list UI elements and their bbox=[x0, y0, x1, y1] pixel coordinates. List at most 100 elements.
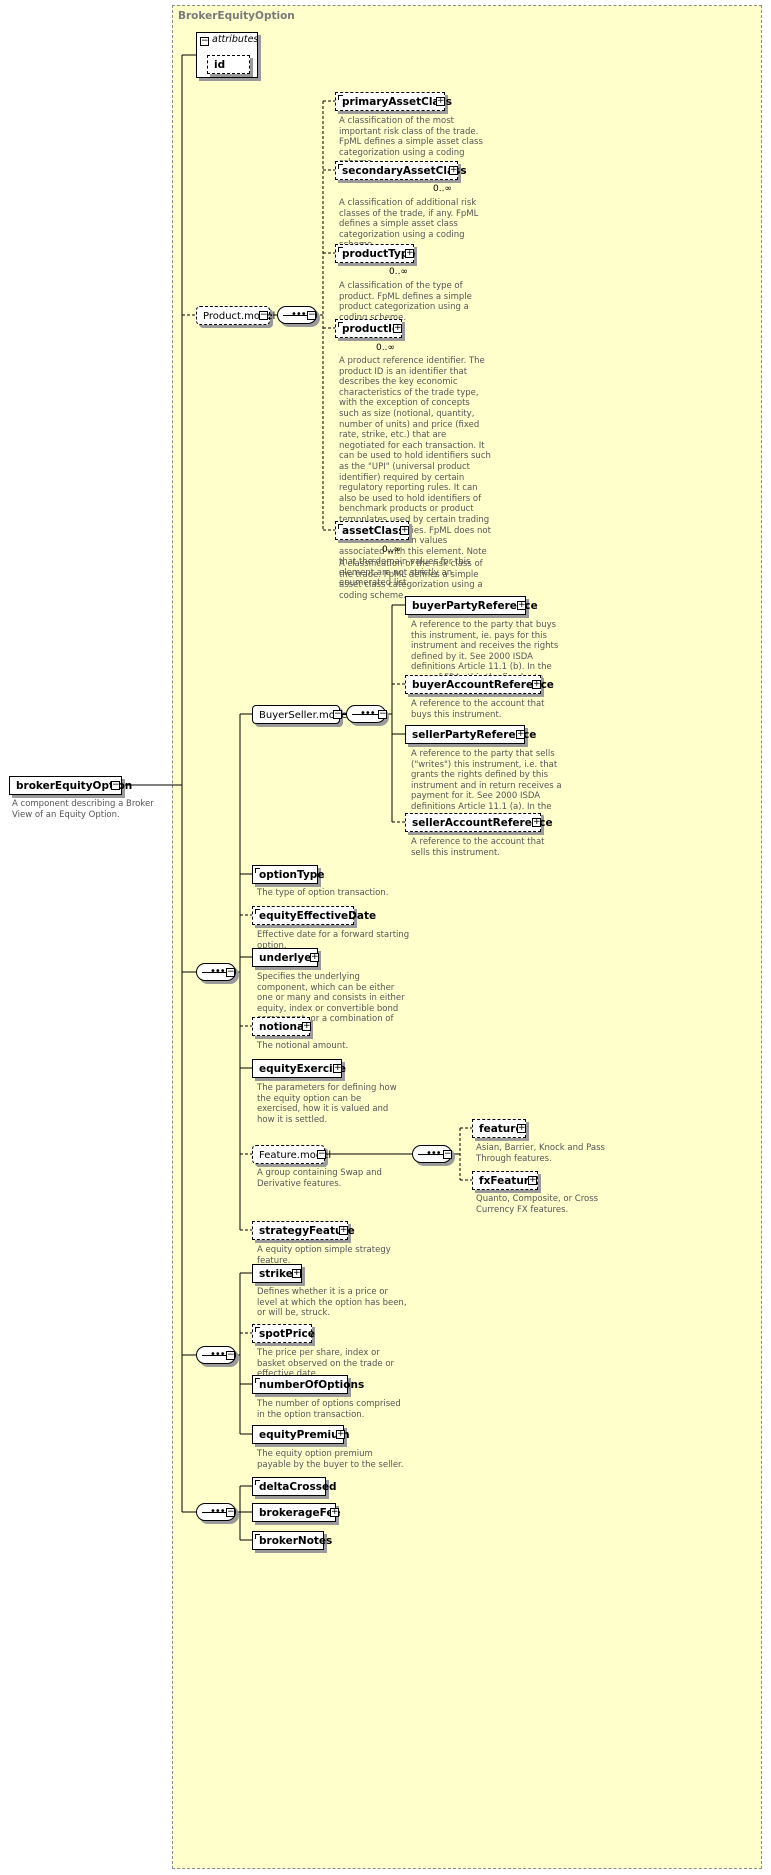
element-doc: A classification of the risk class of th… bbox=[339, 559, 483, 601]
cardinality: 0..∞ bbox=[389, 267, 408, 277]
element-label: feature bbox=[479, 1123, 523, 1135]
element-label: sellerPartyReference bbox=[412, 729, 537, 741]
collapse-icon[interactable]: − bbox=[226, 1350, 235, 1360]
element-label: productId bbox=[342, 323, 400, 335]
cardinality: 0..∞ bbox=[382, 545, 401, 555]
element-doc: The parameters for defining how the equi… bbox=[257, 1083, 397, 1125]
expand-icon[interactable]: + bbox=[405, 248, 414, 258]
element-label: buyerAccountReference bbox=[412, 679, 554, 691]
collapse-icon[interactable]: − bbox=[378, 709, 387, 719]
product-model-group[interactable]: Product.model bbox=[196, 306, 275, 325]
attribute-id[interactable]: id bbox=[207, 55, 250, 74]
collapse-icon[interactable]: − bbox=[333, 709, 342, 719]
expand-icon[interactable]: + bbox=[393, 323, 402, 333]
element-asset-class[interactable]: assetClass bbox=[335, 521, 409, 540]
element-strike[interactable]: strike bbox=[252, 1264, 302, 1283]
element-label: productType bbox=[342, 248, 416, 260]
expand-icon[interactable]: + bbox=[532, 817, 541, 827]
element-label: equityExercise bbox=[259, 1063, 347, 1075]
element-buyer-account-reference[interactable]: buyerAccountReference bbox=[405, 675, 554, 694]
sequence-compositor: ••• bbox=[412, 1145, 452, 1163]
element-doc: A equity option simple strategy feature. bbox=[257, 1245, 391, 1266]
expand-icon[interactable]: + bbox=[436, 96, 445, 106]
element-spot-price[interactable]: spotPrice bbox=[252, 1324, 315, 1343]
collapse-icon[interactable]: − bbox=[443, 1149, 452, 1159]
element-label: brokerNotes bbox=[259, 1535, 333, 1547]
attribute-id-label: id bbox=[214, 59, 226, 71]
attributes-label: attributes bbox=[212, 34, 259, 45]
element-label: secondaryAssetClass bbox=[342, 165, 467, 177]
collapse-icon[interactable]: − bbox=[111, 780, 120, 790]
element-label: equityEffectiveDate bbox=[259, 910, 377, 922]
element-fx-feature[interactable]: fxFeature bbox=[472, 1171, 538, 1190]
element-doc: The notional amount. bbox=[257, 1041, 349, 1051]
element-secondary-asset-class[interactable]: secondaryAssetClass bbox=[335, 161, 467, 180]
element-brokerage-fee[interactable]: brokerageFee bbox=[252, 1503, 341, 1522]
expand-icon[interactable]: + bbox=[517, 1123, 526, 1133]
element-option-type[interactable]: optionType bbox=[252, 865, 324, 884]
expand-icon[interactable]: + bbox=[310, 952, 319, 962]
expand-icon[interactable]: + bbox=[330, 1507, 339, 1517]
element-label: equityPremium bbox=[259, 1429, 350, 1441]
element-buyer-party-reference[interactable]: buyerPartyReference bbox=[405, 596, 538, 615]
collapse-icon[interactable]: − bbox=[317, 1149, 326, 1159]
collapse-icon[interactable]: − bbox=[226, 1507, 235, 1517]
collapse-icon[interactable]: − bbox=[200, 36, 209, 46]
feature-model-doc: A group containing Swap and Derivative f… bbox=[257, 1168, 382, 1189]
element-equity-premium[interactable]: equityPremium bbox=[252, 1425, 350, 1444]
element-seller-party-reference[interactable]: sellerPartyReference bbox=[405, 725, 536, 744]
container-label: BrokerEquityOption bbox=[178, 10, 295, 22]
expand-icon[interactable]: + bbox=[292, 1268, 301, 1278]
element-doc: The number of options comprised in the o… bbox=[257, 1399, 401, 1420]
expand-icon[interactable]: + bbox=[336, 1429, 345, 1439]
expand-icon[interactable]: + bbox=[449, 165, 458, 175]
element-doc: Asian, Barrier, Knock and Pass Through f… bbox=[476, 1143, 605, 1164]
element-product-type[interactable]: productType bbox=[335, 244, 416, 263]
element-doc: A reference to the account that buys thi… bbox=[411, 699, 545, 720]
buyer-seller-model-label: BuyerSeller.model bbox=[259, 710, 351, 721]
element-equity-exercise[interactable]: equityExercise bbox=[252, 1059, 346, 1078]
element-label: optionType bbox=[259, 869, 325, 881]
cardinality: 0..∞ bbox=[376, 343, 395, 353]
expand-icon[interactable]: + bbox=[516, 729, 525, 739]
sequence-compositor: ••• bbox=[346, 705, 386, 723]
expand-icon[interactable]: + bbox=[333, 1063, 342, 1073]
element-strategy-feature[interactable]: strategyFeature bbox=[252, 1221, 355, 1240]
expand-icon[interactable]: + bbox=[517, 600, 526, 610]
complex-type-container bbox=[172, 5, 762, 1869]
expand-icon[interactable]: + bbox=[532, 679, 541, 689]
element-primary-asset-class[interactable]: primaryAssetClass bbox=[335, 92, 452, 111]
expand-icon[interactable]: + bbox=[302, 1021, 311, 1031]
element-label: sellerAccountReference bbox=[412, 817, 553, 829]
root-element[interactable]: brokerEquityOption bbox=[9, 776, 132, 795]
element-delta-crossed[interactable]: deltaCrossed bbox=[252, 1477, 337, 1496]
element-doc: The type of option transaction. bbox=[257, 888, 389, 898]
element-doc: A classification of the type of product.… bbox=[339, 281, 472, 323]
element-seller-account-reference[interactable]: sellerAccountReference bbox=[405, 813, 553, 832]
collapse-icon[interactable]: − bbox=[307, 310, 316, 320]
cardinality: 0..∞ bbox=[433, 184, 452, 194]
element-label: numberOfOptions bbox=[259, 1379, 365, 1391]
element-broker-notes[interactable]: brokerNotes bbox=[252, 1531, 332, 1550]
element-equity-effective-date[interactable]: equityEffectiveDate bbox=[252, 906, 376, 925]
buyer-seller-model-group[interactable]: BuyerSeller.model bbox=[252, 705, 350, 724]
product-model-label: Product.model bbox=[203, 311, 276, 322]
element-doc: A reference to the account that sells th… bbox=[411, 837, 545, 858]
feature-model-group[interactable]: Feature.model bbox=[252, 1145, 331, 1164]
element-doc: Quanto, Composite, or Cross Currency FX … bbox=[476, 1194, 599, 1215]
element-label: assetClass bbox=[342, 525, 405, 537]
expand-icon[interactable]: + bbox=[339, 1225, 348, 1235]
element-doc: The price per share, index or basket obs… bbox=[257, 1348, 395, 1379]
element-label: notional bbox=[259, 1021, 308, 1033]
collapse-icon[interactable]: − bbox=[259, 310, 268, 320]
element-product-id[interactable]: productId bbox=[335, 319, 402, 338]
expand-icon[interactable]: + bbox=[400, 525, 409, 535]
root-element-doc: A component describing a Broker View of … bbox=[12, 799, 154, 820]
element-underlyer[interactable]: underlyer bbox=[252, 948, 318, 967]
collapse-icon[interactable]: − bbox=[226, 967, 235, 977]
expand-icon[interactable]: + bbox=[528, 1175, 537, 1185]
element-label: strategyFeature bbox=[259, 1225, 355, 1237]
element-number-of-options[interactable]: numberOfOptions bbox=[252, 1375, 364, 1394]
element-label: deltaCrossed bbox=[259, 1481, 337, 1493]
